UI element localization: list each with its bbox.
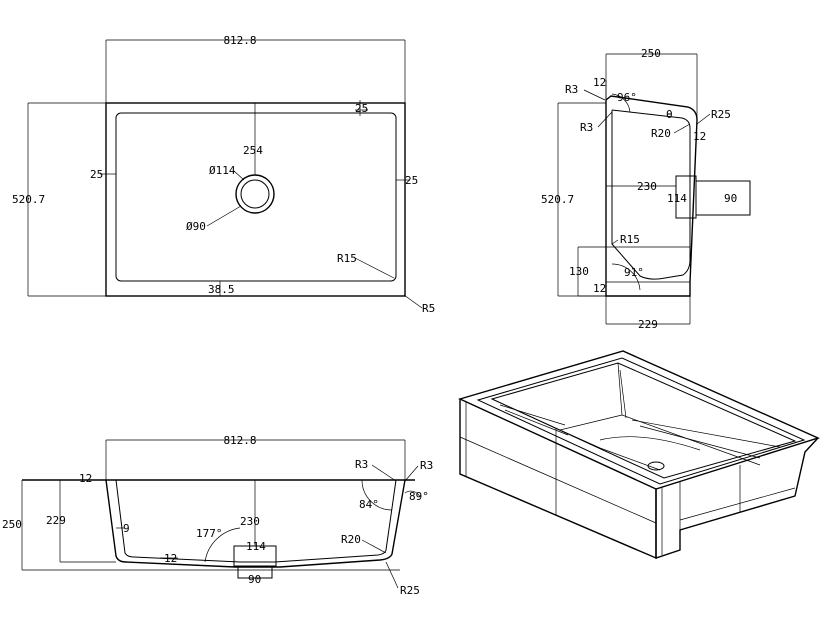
front-angle-outer-label: 89° (409, 490, 429, 503)
side-base-width-label: 229 (638, 318, 658, 331)
side-rim-thickness-label: 12 (593, 76, 606, 89)
top-view-drain-outer (235, 174, 275, 214)
front-angle-floor-label: 177° (196, 527, 223, 540)
iso-rim-outer (458, 350, 820, 490)
front-drain-width-label: 90 (248, 573, 261, 586)
front-r3-left-label: R3 (355, 458, 368, 471)
top-view-drain-inner (240, 179, 270, 209)
side-r3-bottom-label: R3 (580, 121, 593, 134)
front-outer-profile (105, 479, 406, 568)
front-r25-label: R25 (400, 584, 420, 597)
front-r3-right-label: R3 (420, 459, 433, 472)
side-drain-width-label: 90 (724, 192, 737, 205)
side-theta-label: θ (666, 108, 673, 121)
side-bottom-thickness-label: 12 (593, 282, 606, 295)
top-depth-label: 520.7 (12, 193, 45, 206)
top-outer-radius-label: R5 (422, 302, 435, 315)
front-view: 812.8 12 250 229 9 230 177° 114 12 90 R3… (2, 434, 433, 597)
side-depth-label: 520.7 (541, 193, 574, 206)
front-floor-thickness-label: 12 (164, 552, 177, 565)
front-wall-label: 9 (123, 522, 130, 535)
front-inner-height-label: 229 (46, 514, 66, 527)
isometric-view (458, 350, 820, 560)
side-front-height-label: 130 (569, 265, 589, 278)
top-drain-inner-label: Ø90 (186, 220, 206, 233)
side-r25-label: R25 (711, 108, 731, 121)
front-width-label: 812.8 (223, 434, 256, 447)
front-inner-profile (115, 479, 397, 563)
side-outer-profile (605, 95, 698, 297)
front-drain-depth-label: 230 (240, 515, 260, 528)
top-view: 812.8 520.7 25 25 25 254 Ø114 Ø90 R15 38… (12, 34, 435, 315)
top-rim-left-label: 25 (90, 168, 103, 181)
side-angle-top-label: 96° (617, 91, 637, 104)
front-drain-outer-label: 114 (246, 540, 266, 553)
top-rim-top-label: 25 (355, 102, 368, 115)
front-angle-inner-label: 84° (359, 498, 379, 511)
top-bottom-dim-label: 38.5 (208, 283, 235, 296)
top-width-label: 812.8 (223, 34, 256, 47)
front-rim-thickness-label: 12 (79, 472, 92, 485)
side-r3-top-label: R3 (565, 83, 578, 96)
top-drain-offset-label: 254 (243, 144, 263, 157)
side-r20-label: R20 (651, 127, 671, 140)
side-top-width-label: 250 (641, 47, 661, 60)
top-drain-outer-label: Ø114 (209, 164, 236, 177)
side-wall-thickness-label: 12 (693, 130, 706, 143)
side-inner-profile (611, 109, 691, 280)
top-inner-radius-label: R15 (337, 252, 357, 265)
top-view-bowl (115, 112, 397, 282)
front-r20-label: R20 (341, 533, 361, 546)
top-rim-right-label: 25 (405, 174, 418, 187)
side-drain-outer-label: 114 (667, 192, 687, 205)
top-view-outline (105, 102, 406, 297)
side-view: 250 12 520.7 R3 96° R3 θ R20 R25 12 230 … (541, 47, 751, 331)
side-drain-depth-label: 230 (637, 180, 657, 193)
iso-rim-inner (476, 357, 806, 485)
front-height-label: 250 (2, 518, 22, 531)
side-r15-label: R15 (620, 233, 640, 246)
